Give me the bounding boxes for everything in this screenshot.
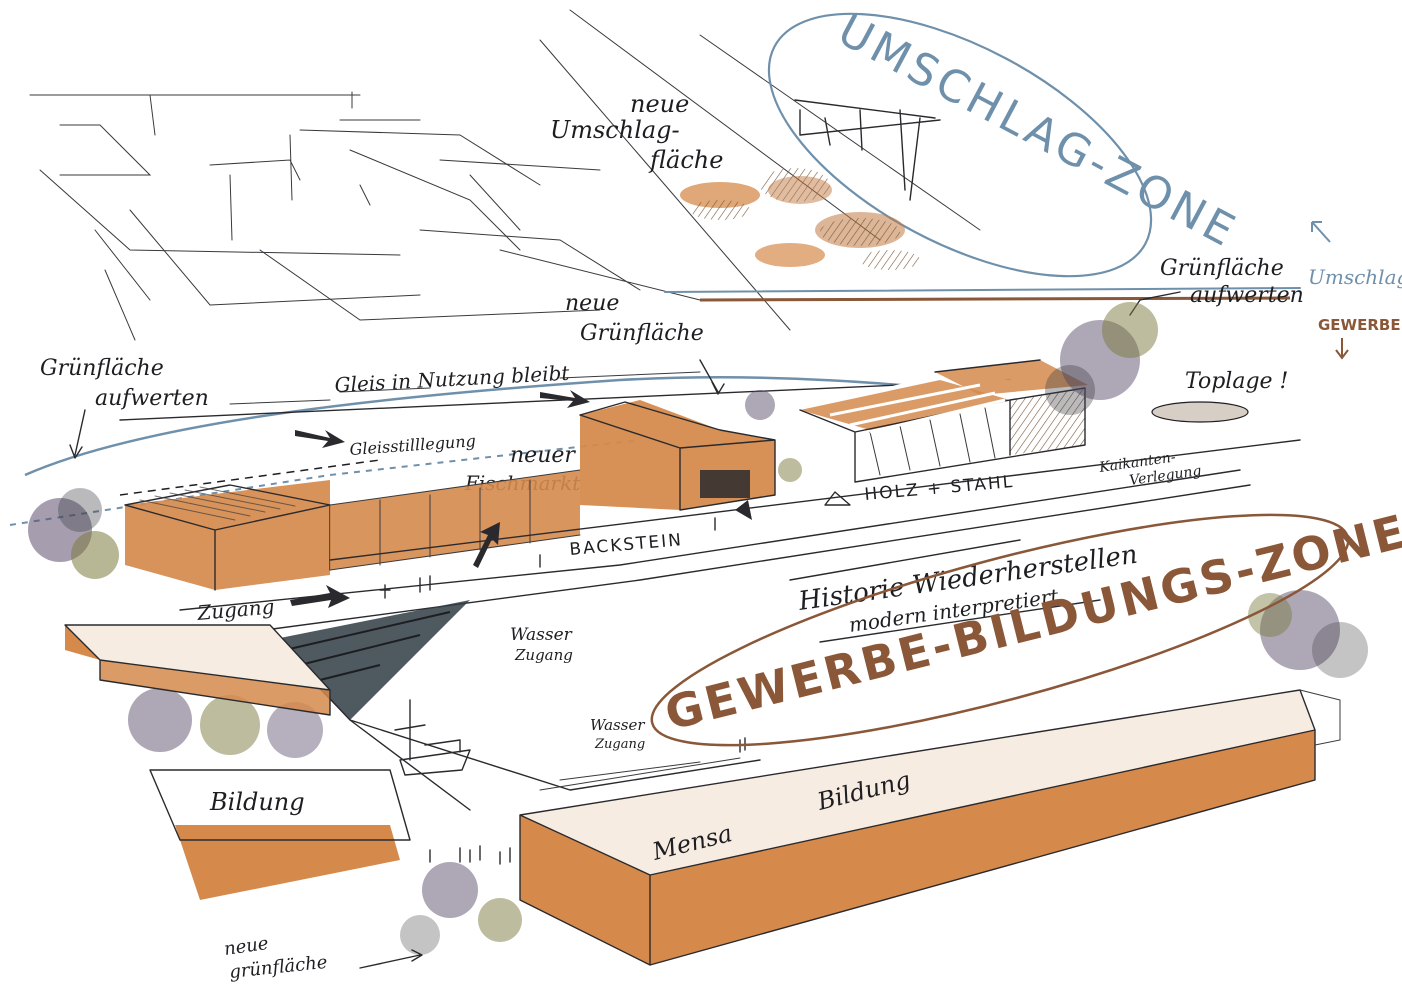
storage-piles: [680, 168, 920, 270]
label-neue-umschlagflaeche-2: Umschlag-: [550, 116, 680, 144]
access-arrow-icon: [290, 390, 752, 608]
label-wasser-zugang-2-a: Wasser: [590, 716, 645, 734]
label-gleis-nutzung: Gleis in Nutzung bleibt: [334, 361, 571, 397]
label-toplage: Toplage !: [1185, 369, 1288, 394]
label-gruenflaeche-aufwerten-right-2: aufwerten: [1190, 283, 1304, 308]
label-gewerbe-arrow: GEWERBE: [1318, 316, 1401, 334]
umschlag-zone-outline: [767, 12, 1153, 278]
bildung-buildings: [64, 624, 1341, 966]
north-arrow-icon: [1311, 221, 1331, 243]
label-umschlag-arrow: Umschlag: [1308, 265, 1402, 289]
label-neue-gruenflaeche-bottom-1: neue: [223, 933, 270, 960]
label-neuer-fischmarkt-1: neuer: [510, 443, 576, 468]
label-gruenflaeche-aufwerten-left-2: aufwerten: [95, 386, 209, 411]
boat-icon: [394, 699, 471, 776]
label-neue-umschlagflaeche-1: neue: [630, 90, 689, 118]
label-bildung-left: Bildung: [209, 788, 305, 816]
label-wasser-zugang-2-b: Zugang: [594, 737, 645, 752]
label-backstein: BACKSTEIN: [569, 530, 684, 560]
label-zugang: Zugang: [195, 594, 275, 625]
tree-icon: [28, 302, 1368, 955]
label-neue-gruenflaeche-top-1: neue: [565, 291, 619, 316]
brick-buildings: [124, 359, 1088, 591]
label-neue-umschlagflaeche-3: fläche: [648, 146, 723, 174]
label-neue-gruenflaeche-top-2: Grünfläche: [580, 321, 704, 346]
crane-icon: [794, 99, 941, 201]
label-gleisstilllegung: Gleisstilllegung: [349, 431, 476, 459]
label-wasser-zugang-1-b: Zugang: [514, 646, 573, 664]
background-city-sketch: [29, 9, 981, 341]
quay-promenade: [179, 439, 1301, 631]
gewerbe-zone-outline: [650, 513, 1350, 747]
viewing-platform: [1151, 401, 1249, 423]
label-gruenflaeche-aufwerten-right-1: Grünfläche: [1160, 256, 1284, 281]
label-wasser-zugang-1-a: Wasser: [510, 625, 573, 645]
label-gruenflaeche-aufwerten-left-1: Grünfläche: [40, 356, 164, 381]
